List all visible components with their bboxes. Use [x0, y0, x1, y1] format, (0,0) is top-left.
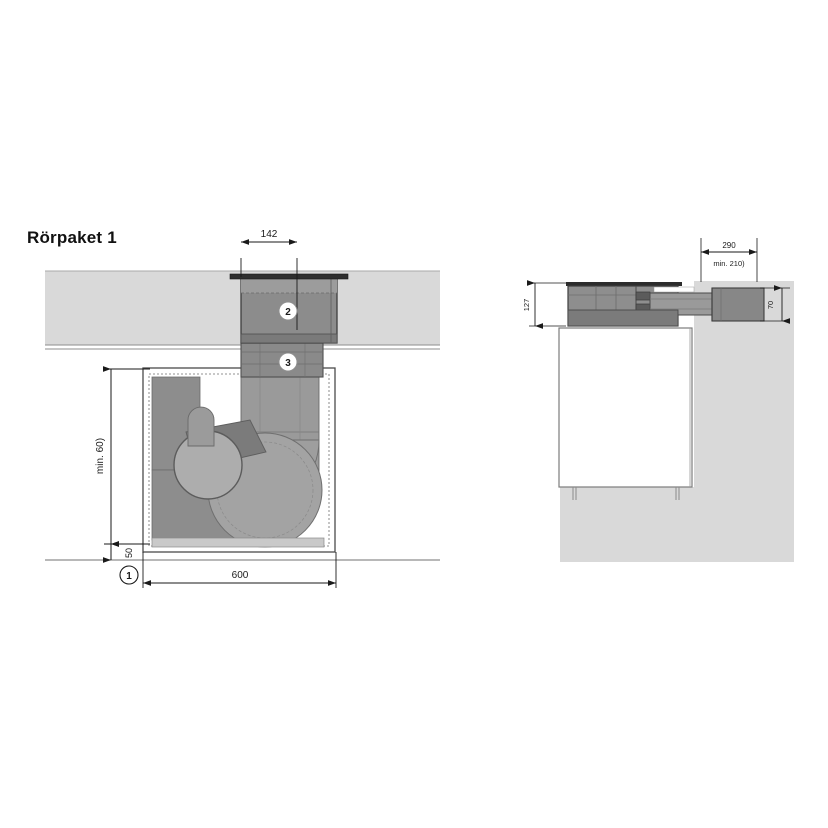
left-section-view: 142 min. 60) 50 600	[45, 229, 440, 588]
dimension-label-right-top-width: 290	[722, 241, 736, 250]
dimension-right-left-height: 127	[522, 280, 566, 329]
dimension-label-right-top-min: min. 210)	[713, 259, 745, 268]
right-outlet-socket	[711, 287, 765, 322]
dimension-right-top-290: 290 min. 210)	[700, 238, 758, 282]
right-body-assembly	[566, 282, 765, 327]
callout-3-label: 3	[285, 358, 291, 369]
dimension-label-bottom-width: 600	[232, 570, 249, 581]
dimension-bottom-600: 600	[142, 552, 337, 588]
right-lower-apron	[567, 309, 679, 327]
callout-2[interactable]: 2	[278, 301, 298, 321]
dimension-label-top-width: 142	[261, 229, 278, 240]
dimension-label-right-right-height: 70	[766, 301, 775, 309]
grate-flange	[229, 273, 349, 280]
dimension-right-right-height: 70	[760, 285, 790, 324]
dimension-left-lower-50: 50	[103, 541, 134, 563]
pit-interior-assembly	[151, 371, 325, 548]
dimension-top-142: 142	[240, 229, 298, 330]
page-title: Rörpaket 1	[27, 228, 117, 247]
dimension-label-left-lower: 50	[124, 548, 134, 558]
callout-1-label: 1	[126, 571, 132, 582]
callout-2-label: 2	[285, 307, 291, 318]
right-grate-flange	[566, 282, 682, 286]
callout-3[interactable]: 3	[278, 352, 298, 372]
right-section-view: 290 min. 210) 127 70	[522, 238, 794, 562]
dimension-label-left-height: min. 60)	[95, 438, 106, 474]
callout-1[interactable]: 1	[119, 565, 139, 585]
right-wall-slab	[560, 281, 794, 562]
chamber-supports	[572, 487, 680, 500]
dimension-left-height: min. 60)	[95, 366, 150, 547]
dimension-label-right-left-height: 127	[522, 299, 531, 312]
pit-floor	[151, 537, 325, 548]
pipe-stub	[187, 406, 215, 447]
right-chamber-outline	[558, 327, 693, 488]
